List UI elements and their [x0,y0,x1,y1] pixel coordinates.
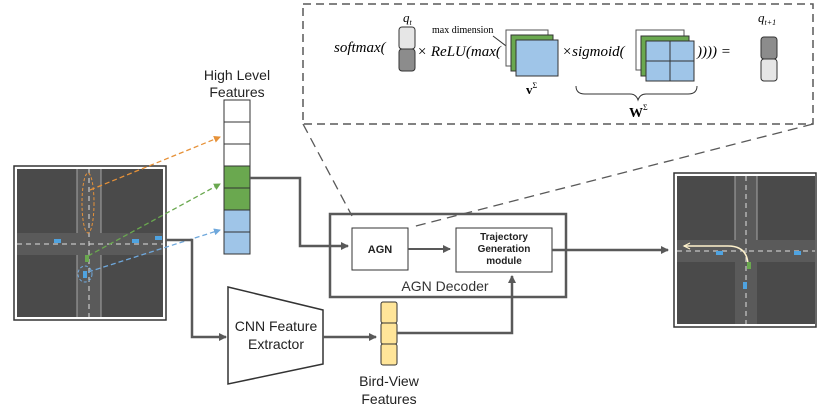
trajectory-label-1: Trajectory [480,232,528,243]
green-attention-arrow [87,183,221,257]
w-sigma-label: WΣ [629,103,648,121]
input-intersection-map [13,165,167,321]
cnn-label-2: Extractor [248,336,304,352]
projection-line-left [302,123,353,217]
trajectory-generation-module [455,227,553,273]
v-sigma-stack [505,29,559,77]
features-to-agn-arrow [250,176,349,250]
formula-relu: × ReLU(max( [417,44,502,60]
output-intersection-map [673,172,817,328]
agn-decoder-label: AGN Decoder [401,278,488,294]
w-sigma-brace [575,85,698,102]
birdview-to-trajectory-arrow [397,275,516,335]
projection-line-right [411,123,814,228]
formula-qt-label: qt [403,10,413,27]
qt-vector [398,26,416,72]
formula-closing: )))) = [696,44,731,60]
w-sigma-stack [635,29,695,82]
bird-view-feature-vector [380,301,398,366]
cnn-label-1: CNN Feature [235,318,318,334]
agn-decoder-box [328,212,568,299]
blue-attention-arrow [87,228,221,273]
v-sigma-label: vΣ [526,81,538,97]
orange-attention-arrow [89,136,221,191]
cnn-feature-extractor [227,286,324,385]
formula-softmax: softmax( [334,40,387,56]
agn-module-label: AGN [368,244,393,256]
high-level-features-title-1: High Level [204,67,270,83]
high-level-feature-vector [223,99,251,255]
trajectory-label-2: Generation [478,244,531,255]
trajectory-label-3: module [486,256,522,267]
bird-view-label-1: Bird-View [359,373,420,389]
agn-module [351,227,409,271]
qt1-vector [760,36,778,82]
map-to-cnn-arrow [166,238,227,341]
formula-qt1-label: qt+1 [758,10,776,27]
formula-sigmoid: ×sigmoid( [562,44,626,60]
bird-view-label-2: Features [361,391,416,407]
max-dimension-label: max dimension [432,25,493,36]
high-level-features-title-2: Features [209,84,264,100]
